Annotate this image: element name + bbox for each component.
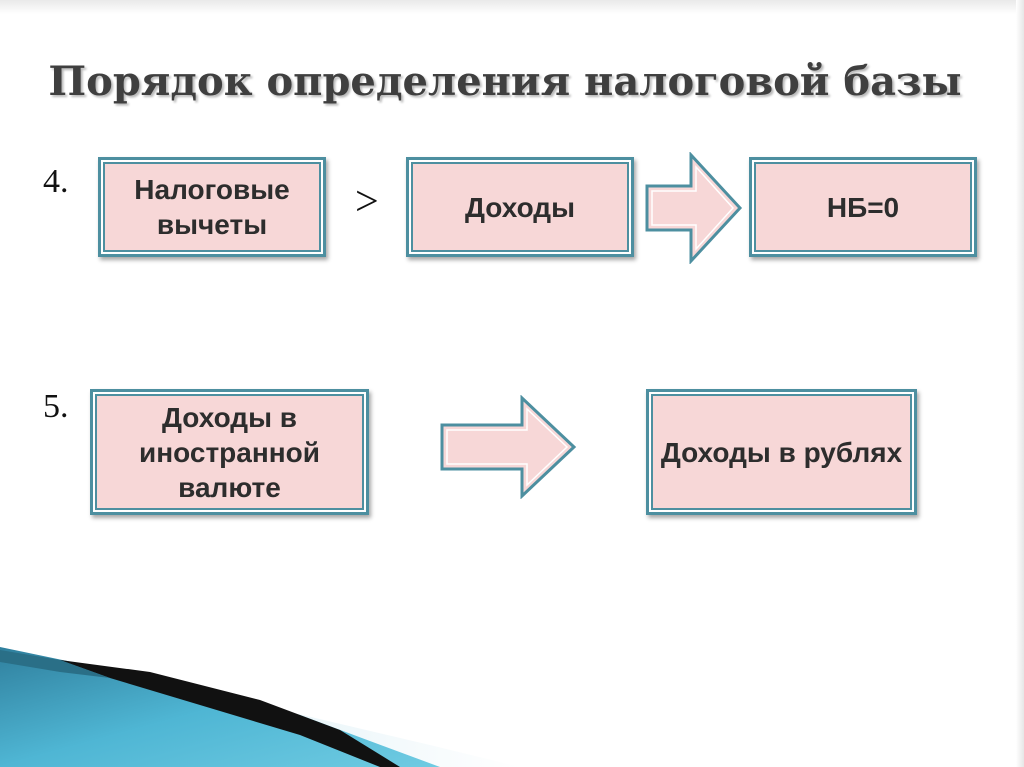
right-arrow-icon [645,152,743,264]
greater-than-sign: > [355,179,379,225]
tax-base-zero-box: НБ=0 [749,157,977,257]
foreign-currency-income-box: Доходы в иностранной валюте [90,389,369,515]
tax-deductions-box: Налоговые вычеты [98,157,326,257]
slide-top-frame [0,0,1024,14]
slide-side-frame [1016,0,1024,767]
income-in-rubles-box: Доходы в рублях [646,389,917,515]
income-box: Доходы [406,157,634,257]
slide-title: Порядок определения налоговой базы [48,58,962,105]
row5-number: 5. [43,388,69,425]
row4-number: 4. [43,163,69,200]
right-arrow-icon [440,395,577,499]
